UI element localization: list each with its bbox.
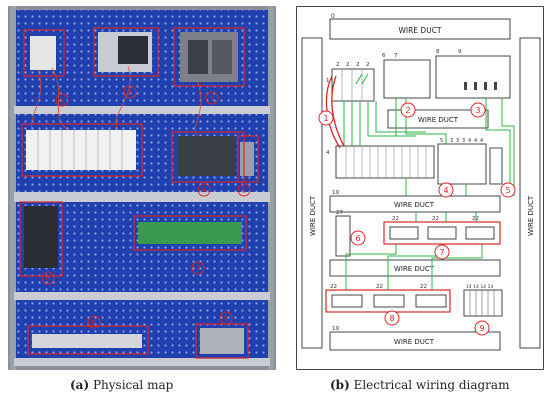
- caption-a: (a) Physical map: [70, 378, 173, 392]
- breaker-row: [26, 130, 136, 170]
- wire-duct-left: [301, 37, 323, 349]
- duct-label-left: WIRE DUCT: [309, 195, 317, 236]
- wire-duct-2: [14, 192, 270, 202]
- device-number: 2: [336, 62, 340, 68]
- wire-duct-right: [519, 37, 541, 349]
- device-number: 3: [450, 138, 453, 144]
- physical-map-figure: 1 2 3 4 5 6 7 8 9: [8, 6, 276, 370]
- device-number: 4: [480, 138, 483, 144]
- device-number: 7: [394, 53, 398, 59]
- duct-number: 0: [331, 13, 335, 20]
- terminal-number: 22: [376, 284, 383, 290]
- terminal-number: 22: [392, 216, 399, 222]
- wire-duct-4: [329, 259, 501, 277]
- inverter: [24, 206, 58, 268]
- terminal-number: 22: [330, 284, 337, 290]
- diagram-callout: 8: [389, 314, 394, 323]
- diagram-callout: 3: [475, 106, 480, 115]
- duct-label: WIRE DUCT: [398, 26, 441, 35]
- device-number: 4: [326, 150, 330, 156]
- relay-module: [489, 147, 503, 185]
- duct-number: 19: [332, 190, 339, 196]
- wire-runs: [343, 73, 515, 290]
- caption-b-text: Electrical wiring diagram: [353, 378, 510, 392]
- io-module: [178, 136, 236, 176]
- plc-cpu: [118, 36, 148, 64]
- device-number: 1: [326, 78, 330, 84]
- wire-duct-1: [14, 106, 270, 114]
- wiring-diagram-figure: 0 WIRE DUCT WIRE DUCT WIRE DUCT 2 2 2 2 …: [296, 6, 544, 370]
- breaker-group: [331, 68, 375, 102]
- io-module: [437, 143, 487, 185]
- controller-module: [435, 55, 511, 99]
- power-module: [383, 59, 431, 99]
- duct-label: WIRE DUCT: [418, 116, 459, 124]
- diagram-callout: 7: [439, 248, 444, 257]
- inverter: [335, 215, 351, 257]
- diagram-callout: 6: [355, 234, 360, 243]
- diagram-callout: 9: [479, 324, 484, 333]
- device-number: 8: [436, 49, 440, 55]
- device-number: 6: [382, 53, 386, 59]
- device-number: 4: [474, 138, 477, 144]
- photo-callout: 4: [202, 187, 207, 195]
- duct-label: WIRE DUCT: [394, 265, 435, 273]
- terminal-number: 22: [432, 216, 439, 222]
- diagram-callout: 2: [405, 106, 410, 115]
- duct-label: WIRE DUCT: [394, 201, 435, 209]
- photo-callout: 3: [210, 95, 214, 103]
- diagram-callout: 4: [443, 186, 448, 195]
- device-number: 2: [346, 62, 350, 68]
- wire-duct-3: [329, 195, 501, 213]
- photo-callout: 1: [60, 97, 64, 105]
- photo-callout: 8: [92, 319, 96, 327]
- breaker-row: [335, 145, 435, 179]
- photo-callout: 7: [196, 265, 200, 273]
- device-number: 2: [366, 62, 370, 68]
- duct-label-right: WIRE DUCT: [527, 195, 535, 236]
- wire-duct-4: [14, 358, 270, 366]
- device-number: 3: [456, 138, 459, 144]
- duct-label: WIRE DUCT: [394, 338, 435, 346]
- terminal-number: 22: [420, 284, 427, 290]
- wire-duct-3: [14, 292, 270, 300]
- photo-callout: 2: [128, 89, 132, 97]
- caption-a-tag: (a): [70, 378, 90, 392]
- terminal-block-row: [138, 222, 242, 244]
- caption-b-tag: (b): [330, 378, 350, 392]
- bottom-relays: [32, 334, 142, 348]
- bottom-terminals: [200, 328, 244, 354]
- caption-b: (b) Electrical wiring diagram: [330, 378, 509, 392]
- breaker-group: [30, 36, 56, 70]
- photo-callout: 5: [242, 187, 246, 195]
- device-number: 4: [468, 138, 471, 144]
- device-number: 5: [440, 138, 443, 144]
- wire-duct-bottom: [329, 331, 501, 351]
- photo-callout: 6: [46, 275, 51, 283]
- diagram-callout: 1: [323, 114, 328, 123]
- device-number: 27: [336, 210, 343, 216]
- physical-map-panel: 1 2 3 4 5 6 7 8 9: [8, 6, 276, 370]
- device-number: 9: [458, 49, 462, 55]
- wiring-diagram-panel: 0 WIRE DUCT WIRE DUCT WIRE DUCT 2 2 2 2 …: [296, 6, 544, 370]
- caption-a-text: Physical map: [92, 378, 174, 392]
- duct-number: 19: [332, 326, 339, 332]
- terminal-number: 14 14 14 14: [466, 284, 493, 290]
- device-number: 3: [462, 138, 465, 144]
- photo-callout: 9: [224, 315, 228, 323]
- device-number: 2: [356, 62, 360, 68]
- diagram-callout: 5: [505, 186, 510, 195]
- bottom-terminals: [463, 289, 503, 317]
- wire-duct-top: [329, 18, 511, 40]
